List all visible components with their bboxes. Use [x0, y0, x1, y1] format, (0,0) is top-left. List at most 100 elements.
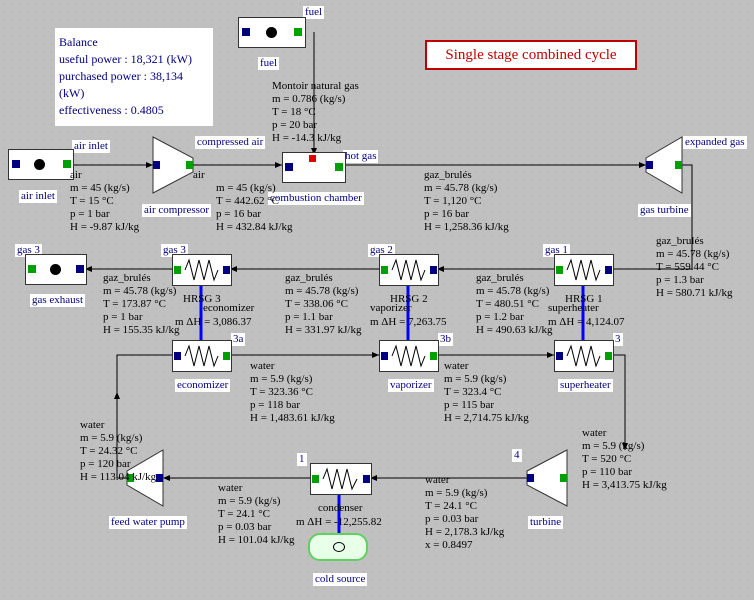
- stream-line: T = 323.36 °C: [250, 386, 313, 398]
- cold-source-name: cold source: [313, 573, 368, 586]
- stream-line: p = 0.03 bar: [425, 513, 479, 525]
- stream-water-2: water m = 5.9 (kg/s) T = 24.32 °C p = 12…: [80, 419, 156, 484]
- stream-line: m = 5.9 (kg/s): [218, 495, 281, 507]
- combustion-name: combustion chamber: [268, 192, 364, 205]
- stream-line: m = 45 (kg/s): [70, 182, 130, 194]
- air-inlet-name: air inlet: [19, 190, 57, 203]
- heat-exchanger-icon: [174, 258, 230, 282]
- stream-line: p = 1.3 bar: [656, 274, 704, 286]
- balance-heading: Balance: [59, 35, 98, 49]
- condenser-name: condenser: [318, 502, 363, 514]
- economizer-component[interactable]: [172, 340, 232, 372]
- gas-turbine-component[interactable]: [646, 137, 682, 193]
- compressor-top-label: compressed air: [195, 136, 266, 149]
- stream-compressed-air-name: air: [193, 169, 205, 181]
- stream-line: water: [444, 360, 469, 372]
- stream-line: m = 0.786 (kg/s): [272, 93, 346, 105]
- stream-air-name: air: [70, 169, 82, 181]
- stream-line: p = 120 bar: [80, 458, 131, 470]
- useful-power: useful power : 18,321 (kW): [59, 52, 192, 66]
- sink-dot-icon: [50, 264, 61, 275]
- stream-line: H = 101.04 kJ/kg: [218, 534, 295, 546]
- turbine-name: turbine: [528, 516, 564, 529]
- stream-water-3b: water m = 5.9 (kg/s) T = 323.4 °C p = 11…: [444, 360, 529, 425]
- stream-line: H = 432.84 kJ/kg: [216, 221, 293, 233]
- hrsg2-side: vaporizer: [370, 302, 412, 314]
- stream-line: p = 110 bar: [582, 466, 633, 478]
- stream-line: water: [218, 482, 243, 494]
- heat-exchanger-icon: [312, 467, 370, 491]
- stream-line: T = 338.06 °C: [285, 298, 348, 310]
- stream-line: H = -9.87 kJ/kg: [70, 221, 140, 233]
- compressor-component[interactable]: [153, 137, 193, 193]
- stream-line: H = 113.04 kJ/kg: [80, 471, 157, 483]
- stream-line: T = 559.44 °C: [656, 261, 719, 273]
- cold-source-component[interactable]: [308, 533, 368, 561]
- hrsg3-duty: m ΔH = 3,086.37: [175, 316, 252, 328]
- stream-line: gaz_brulés: [656, 235, 704, 247]
- stream-line: T = 323.4 °C: [444, 386, 502, 398]
- stream-line: T = 18 °C: [272, 106, 316, 118]
- gas-exhaust-component[interactable]: [25, 254, 87, 285]
- hrsg1-component[interactable]: [554, 254, 614, 286]
- stream-line: m = 45.78 (kg/s): [285, 285, 359, 297]
- heat-exchanger-icon: [556, 258, 612, 282]
- stream-line: x = 0.8497: [425, 539, 473, 551]
- stream-line: gaz_brulés: [424, 169, 472, 181]
- stream-line: m = 5.9 (kg/s): [582, 440, 645, 452]
- combustion-component[interactable]: [282, 152, 346, 183]
- balance-panel: Balance useful power : 18,321 (kW) purch…: [55, 28, 213, 126]
- vaporizer-component[interactable]: [379, 340, 439, 372]
- stream-line: p = 1.2 bar: [476, 311, 524, 323]
- superheater-component[interactable]: [554, 340, 614, 372]
- stream-water-4: water m = 5.9 (kg/s) T = 24.1 °C p = 0.0…: [425, 474, 504, 552]
- stream-line: T = 15 °C: [70, 195, 114, 207]
- stream-line: m = 5.9 (kg/s): [444, 373, 507, 385]
- water-3-line: [613, 354, 628, 450]
- stream-line: p = 1 bar: [103, 311, 143, 323]
- fuel-component[interactable]: [238, 17, 306, 48]
- stream-line: T = 24.32 °C: [80, 445, 138, 457]
- hrsg3-component[interactable]: [172, 254, 232, 286]
- stream-hot-gas: gaz_brulés m = 45.78 (kg/s) T = 1,120 °C…: [424, 169, 509, 234]
- hrsg1-side: superheater: [548, 302, 599, 314]
- stream-line: H = 1,483.61 kJ/kg: [250, 412, 335, 424]
- hrsg3-top-label: gas 3: [161, 244, 188, 257]
- gas-turbine-top-label: expanded gas: [683, 136, 747, 149]
- air-inlet-component[interactable]: [8, 149, 74, 180]
- combustion-top-label: hot gas: [343, 150, 379, 163]
- stream-line: H = 3,413.75 kJ/kg: [582, 479, 667, 491]
- fuel-name: fuel: [258, 57, 280, 70]
- stream-line: H = 2,714.75 kJ/kg: [444, 412, 529, 424]
- hrsg2-top-label: gas 2: [368, 244, 395, 257]
- stream-air: m = 45 (kg/s) T = 15 °C p = 1 bar H = -9…: [70, 182, 139, 234]
- superheater-name: superheater: [558, 379, 613, 392]
- pump-component[interactable]: [127, 450, 163, 506]
- stream-line: H = 2,178.3 kJ/kg: [425, 526, 505, 538]
- heat-exchanger-icon: [381, 344, 437, 368]
- vaporizer-name: vaporizer: [388, 379, 434, 392]
- stream-gas3: gaz_brulés m = 45.78 (kg/s) T = 173.87 °…: [103, 272, 179, 337]
- stream-expanded-gas: gaz_brulés m = 45.78 (kg/s) T = 559.44 °…: [656, 235, 732, 300]
- stream-water-3a: water m = 5.9 (kg/s) T = 323.36 °C p = 1…: [250, 360, 335, 425]
- stream-line: m = 5.9 (kg/s): [80, 432, 143, 444]
- stream-compressed-air: m = 45 (kg/s) T = 442.62 °C p = 16 bar H…: [216, 182, 292, 234]
- economizer-name: economizer: [175, 379, 231, 392]
- stream-line: m = 45.78 (kg/s): [424, 182, 498, 194]
- turbine-component[interactable]: [527, 450, 567, 506]
- cold-source-icon: [333, 542, 345, 552]
- stream-line: H = -14.3 kJ/kg: [272, 132, 342, 144]
- stream-line: Montoir natural gas: [272, 80, 359, 92]
- stream-line: gaz_brulés: [476, 272, 524, 284]
- condenser-component[interactable]: [310, 463, 372, 495]
- air-inlet-top-label: air inlet: [72, 140, 110, 153]
- hrsg2-name: HRSG 2: [390, 293, 428, 305]
- source-dot-icon: [34, 159, 45, 170]
- stream-line: H = 580.71 kJ/kg: [656, 287, 733, 299]
- stream-line: p = 115 bar: [444, 399, 495, 411]
- stream-water-1: water m = 5.9 (kg/s) T = 24.1 °C p = 0.0…: [218, 482, 294, 547]
- stream-line: m = 45.78 (kg/s): [103, 285, 177, 297]
- condenser-top-label: 1: [297, 453, 307, 466]
- source-dot-icon: [266, 27, 277, 38]
- hrsg2-component[interactable]: [379, 254, 439, 286]
